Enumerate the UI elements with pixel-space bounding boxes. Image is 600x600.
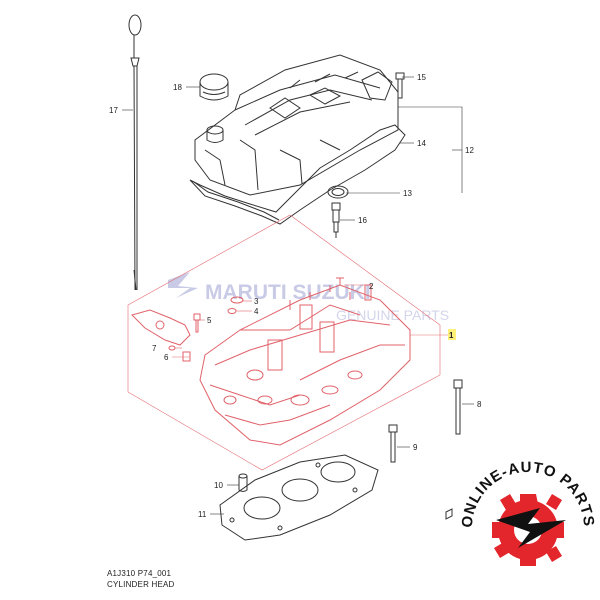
part-dowel	[238, 473, 248, 492]
callout-highlight	[448, 329, 456, 340]
callout-1[interactable]: 1	[449, 331, 454, 340]
callout-3[interactable]: 3	[254, 297, 259, 306]
callout-10[interactable]: 10	[214, 481, 223, 490]
part-small-clip	[445, 508, 453, 520]
part-bolt-9	[388, 424, 398, 463]
watermark: MARUTI SUZUKI GENUINE PARTS	[168, 272, 449, 323]
callout-16[interactable]: 16	[358, 216, 367, 225]
part-oil-cap	[199, 73, 229, 101]
suzuki-logo-icon	[168, 272, 198, 298]
part-head-gasket	[219, 454, 379, 541]
callout-18[interactable]: 18	[173, 83, 182, 92]
part-bracket	[131, 309, 191, 346]
part-bolt-15	[395, 72, 405, 99]
callout-7[interactable]: 7	[152, 344, 157, 353]
part-spark-plug	[331, 202, 341, 238]
callout-9[interactable]: 9	[413, 443, 418, 452]
online-auto-parts-badge: ONLINE-AUTO PARTS	[459, 459, 596, 566]
exploded-view-box	[127, 214, 441, 471]
callout-2[interactable]: 2	[369, 282, 374, 291]
callout-5[interactable]: 5	[207, 316, 212, 325]
part-dipstick	[128, 14, 142, 291]
diagram-title: CYLINDER HEAD	[107, 580, 175, 589]
leader-lines	[122, 76, 474, 515]
callout-labels: 1 2 3 4 5 6 7 8 9 10 11 12 13 14 15 16 1…	[109, 73, 482, 519]
callout-6[interactable]: 6	[164, 353, 169, 362]
callout-12[interactable]: 12	[465, 146, 474, 155]
callout-15[interactable]: 15	[417, 73, 426, 82]
callout-14[interactable]: 14	[417, 139, 426, 148]
diagram-code: A1J310 P74_001	[107, 569, 172, 578]
callout-8[interactable]: 8	[477, 400, 482, 409]
callout-4[interactable]: 4	[254, 307, 259, 316]
part-cover-gasket	[189, 124, 406, 225]
callout-17[interactable]: 17	[109, 106, 118, 115]
watermark-brand: MARUTI SUZUKI	[205, 281, 371, 304]
part-cylinder-head	[199, 284, 411, 446]
callout-11[interactable]: 11	[198, 510, 207, 519]
lightning-icon	[496, 508, 566, 548]
callout-13[interactable]: 13	[403, 189, 412, 198]
part-bolt-8	[453, 379, 463, 435]
part-o-ring	[327, 185, 349, 199]
part-head-cover	[194, 54, 399, 196]
